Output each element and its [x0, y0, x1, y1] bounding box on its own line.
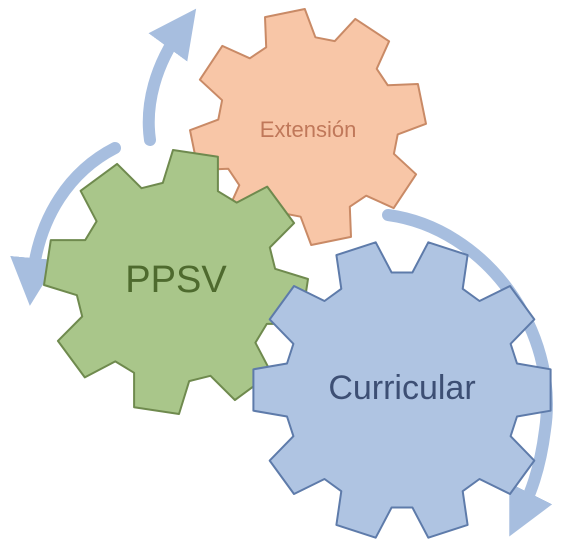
gear-label-curricular: Curricular — [328, 369, 475, 407]
cycle-arrow-top — [142, 8, 197, 146]
gear-curricular — [252, 241, 552, 539]
gear-extension — [189, 8, 427, 246]
gear-label-extension: Extensión — [260, 117, 357, 142]
cycle-arrow-left — [10, 142, 121, 306]
gear-label-ppsv: PPSV — [125, 259, 227, 301]
